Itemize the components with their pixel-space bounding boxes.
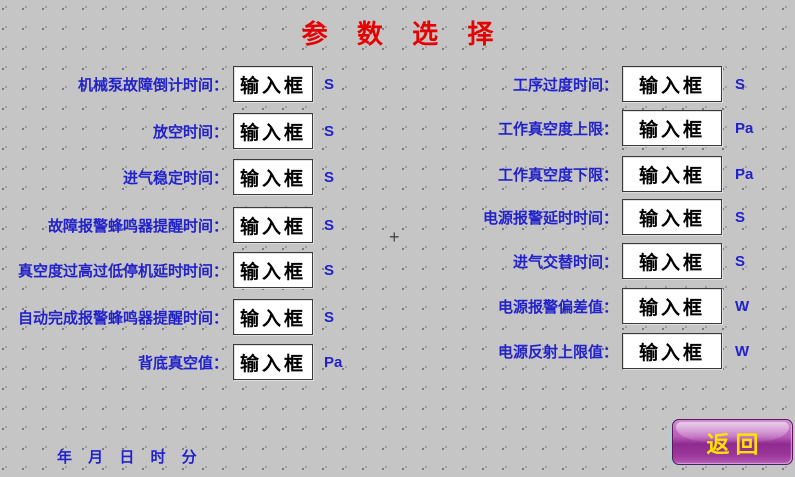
param-input-box[interactable]: 输入框 <box>233 159 313 195</box>
param-unit: S <box>324 216 335 234</box>
param-label: 工作真空度上限： <box>497 120 618 138</box>
param-label: 工序过度时间： <box>512 76 618 94</box>
param-input-box[interactable]: 输入框 <box>622 199 722 235</box>
param-label: 机械泵故障倒计时间： <box>77 76 228 94</box>
param-row-vacuum-stop-delay-time: 真空度过高过低停机延时时间： 输入框 S <box>0 252 334 288</box>
param-input-box[interactable]: 输入框 <box>622 110 722 146</box>
back-button[interactable]: 返回 <box>672 419 793 465</box>
param-label: 故障报警蜂鸣器提醒时间： <box>47 217 228 235</box>
param-unit: S <box>324 168 335 186</box>
param-label: 自动完成报警蜂鸣器提醒时间： <box>17 309 228 327</box>
param-input-box[interactable]: 输入框 <box>233 113 313 149</box>
param-row-intake-stabilize-time: 进气稳定时间： 输入框 S <box>0 159 334 195</box>
param-label: 真空度过高过低停机延时时间： <box>17 262 228 280</box>
param-input-box[interactable]: 输入框 <box>233 344 313 380</box>
param-unit: S <box>324 308 335 326</box>
param-input-box[interactable]: 输入框 <box>233 207 313 243</box>
param-row-vent-time: 放空时间： 输入框 S <box>0 113 334 149</box>
param-unit: S <box>324 75 335 93</box>
param-input-box[interactable]: 输入框 <box>233 299 313 335</box>
param-row-work-vacuum-lower-limit: 工作真空度下限： 输入框 Pa <box>458 156 753 192</box>
param-input-box[interactable]: 输入框 <box>233 252 313 288</box>
param-input-box[interactable]: 输入框 <box>622 156 722 192</box>
page-title: 参 数 选 择 <box>301 19 505 49</box>
param-row-power-alarm-deviation-value: 电源报警偏差值： 输入框 W <box>458 288 749 324</box>
param-row-autocomplete-alarm-buzzer-time: 自动完成报警蜂鸣器提醒时间： 输入框 S <box>0 299 334 335</box>
param-row-intake-alternation-time: 进气交替时间： 输入框 S <box>458 243 745 279</box>
param-unit: S <box>324 122 335 140</box>
param-label: 电源报警偏差值： <box>497 298 618 316</box>
param-unit: S <box>324 261 335 279</box>
param-row-fault-alarm-buzzer-time: 故障报警蜂鸣器提醒时间： 输入框 S <box>0 207 334 243</box>
param-label: 放空时间： <box>152 123 228 141</box>
param-row-process-transition-time: 工序过度时间： 输入框 S <box>458 66 745 102</box>
param-label: 进气稳定时间： <box>122 169 228 187</box>
param-unit: Pa <box>324 353 343 371</box>
back-button-label: 返回 <box>706 431 765 457</box>
param-unit: W <box>735 342 750 360</box>
screen-center-crosshair: + <box>389 227 400 247</box>
param-row-power-reflection-upper-limit: 电源反射上限值： 输入框 W <box>458 333 749 369</box>
param-row-work-vacuum-upper-limit: 工作真空度上限： 输入框 Pa <box>458 110 753 146</box>
param-input-box[interactable]: 输入框 <box>622 288 722 324</box>
param-unit: S <box>735 252 746 270</box>
param-input-box[interactable]: 输入框 <box>233 66 313 102</box>
param-unit: W <box>735 297 750 315</box>
param-unit: S <box>735 75 746 93</box>
param-label: 电源报警延时时间： <box>482 209 618 227</box>
datetime-placeholder: 年 月 日 时 分 <box>57 449 203 466</box>
param-unit: S <box>735 208 746 226</box>
param-label: 背底真空值： <box>137 354 228 372</box>
param-unit: Pa <box>735 165 754 183</box>
param-input-box[interactable]: 输入框 <box>622 243 722 279</box>
param-label: 进气交替时间： <box>512 253 618 271</box>
param-row-power-alarm-delay-time: 电源报警延时时间： 输入框 S <box>458 199 745 235</box>
param-label: 工作真空度下限： <box>497 166 618 184</box>
param-label: 电源反射上限值： <box>497 343 618 361</box>
param-input-box[interactable]: 输入框 <box>622 66 722 102</box>
param-unit: Pa <box>735 119 754 137</box>
param-row-background-vacuum-value: 背底真空值： 输入框 Pa <box>0 344 342 380</box>
param-input-box[interactable]: 输入框 <box>622 333 722 369</box>
param-row-mech-pump-fault-countdown: 机械泵故障倒计时间： 输入框 S <box>0 66 334 102</box>
